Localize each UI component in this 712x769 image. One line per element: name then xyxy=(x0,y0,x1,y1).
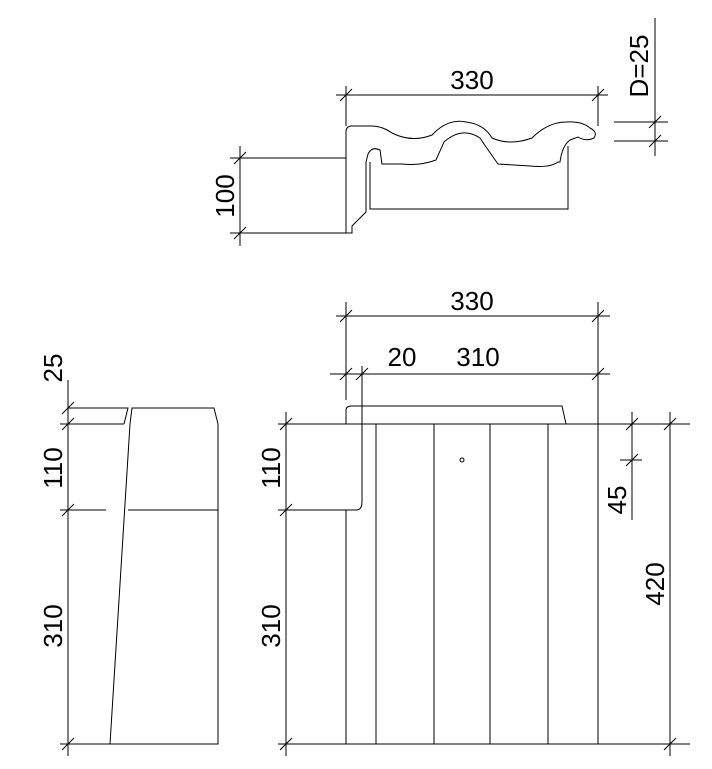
thickness-label: D=25 xyxy=(624,35,654,98)
front-inner-width-label: 310 xyxy=(456,342,499,372)
front-body xyxy=(345,423,599,745)
front-cap xyxy=(345,405,567,425)
tile-profile-lower xyxy=(369,146,569,210)
side-middle-label: 110 xyxy=(38,447,68,488)
front-notch-label: 45 xyxy=(602,486,632,515)
side-top-block xyxy=(109,407,219,745)
front-total-width-label: 330 xyxy=(450,286,493,316)
nail-hole xyxy=(459,457,465,463)
top-height-label: 100 xyxy=(210,174,240,217)
side-cap xyxy=(68,407,129,425)
front-total-height-label: 420 xyxy=(640,562,670,605)
top-view: 330 100 D=25 xyxy=(210,18,668,246)
front-top-height-label: 110 xyxy=(256,447,286,488)
front-offset-label: 20 xyxy=(388,342,417,372)
top-width-label: 330 xyxy=(450,65,493,95)
side-view: 25 110 310 xyxy=(38,354,219,756)
side-bottom-label: 310 xyxy=(38,604,68,647)
front-bottom-height-label: 310 xyxy=(256,604,286,647)
tile-profile-outline xyxy=(345,120,596,234)
front-view: 330 20 310 110 310 45 420 xyxy=(256,286,690,756)
side-top-label: 25 xyxy=(38,354,68,383)
